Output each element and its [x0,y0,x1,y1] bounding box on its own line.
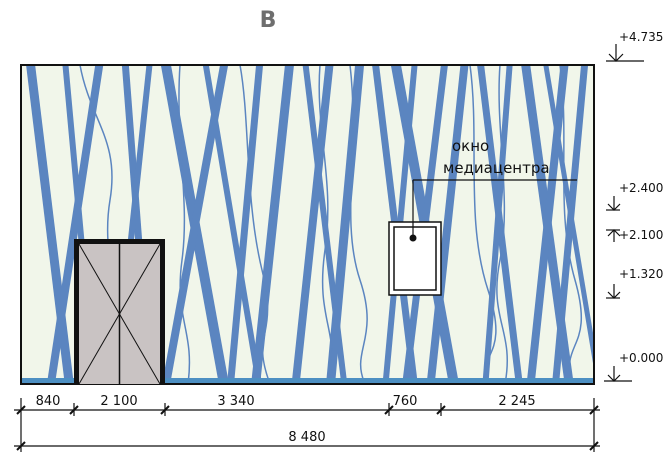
media-center-window [388,179,577,296]
window-label-line2: медиацентра [443,159,550,177]
dimension-label-total: 8 480 [288,430,325,445]
wall-outline [20,64,595,385]
dimension-label-760: 760 [393,394,418,409]
elevation-label-2400: +2.400 [619,181,663,195]
elevation-label-0000: +0.000 [619,351,663,365]
dimension-lines [14,398,600,452]
window-label-line1: окно [452,137,489,155]
dimension-label-2245: 2 245 [498,394,535,409]
dimension-label-3340: 3 340 [217,394,254,409]
door [74,239,165,385]
dimension-label-840: 840 [36,394,61,409]
elevation-label-1320: +1.320 [619,267,663,281]
floor-strip [21,378,594,384]
section-letter: В [260,8,277,33]
dimension-label-2100: 2 100 [100,394,137,409]
elevation-label-4735: +4.735 [619,30,663,44]
elevation-label-2100: +2.100 [619,228,663,242]
elevation-marks [604,44,644,382]
